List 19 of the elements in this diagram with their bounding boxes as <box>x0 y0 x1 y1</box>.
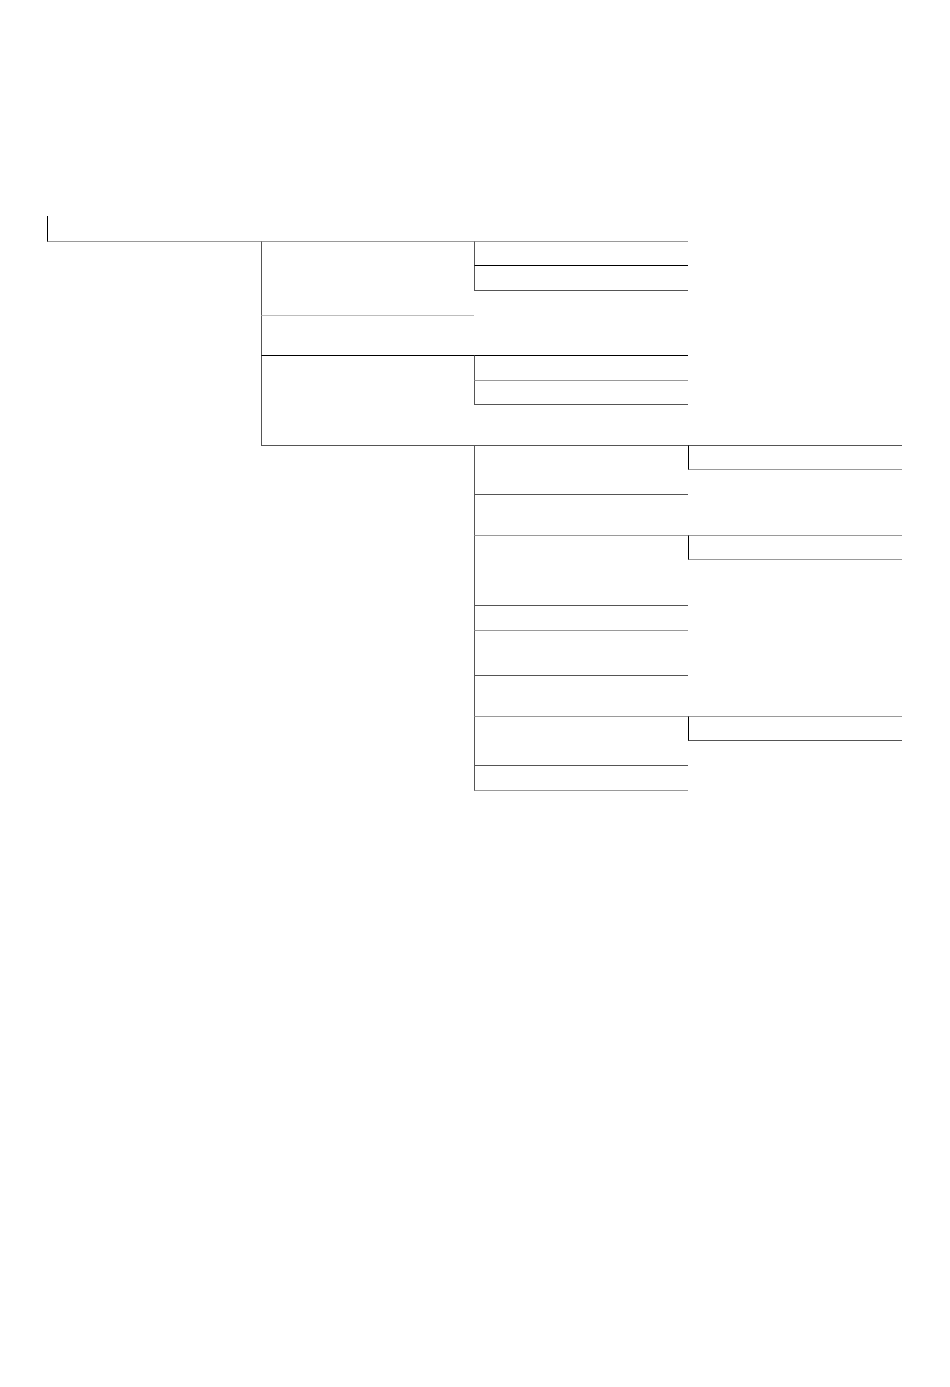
empty-cell <box>474 380 688 405</box>
empty-cell <box>474 605 688 631</box>
empty-cell <box>474 445 688 495</box>
empty-cell <box>474 716 688 766</box>
empty-cell <box>474 494 688 536</box>
empty-cell <box>688 535 902 560</box>
empty-cell <box>474 535 688 606</box>
empty-cell <box>474 675 688 717</box>
empty-cell <box>474 630 688 676</box>
empty-cell <box>688 445 902 470</box>
empty-cell <box>474 355 688 381</box>
empty-cell <box>474 241 688 266</box>
empty-cell <box>47 216 261 242</box>
empty-cell <box>688 716 902 741</box>
empty-cell <box>261 241 474 316</box>
empty-cell <box>261 315 474 356</box>
empty-cell <box>261 355 474 446</box>
empty-cell <box>474 765 688 791</box>
empty-cell <box>474 265 688 291</box>
